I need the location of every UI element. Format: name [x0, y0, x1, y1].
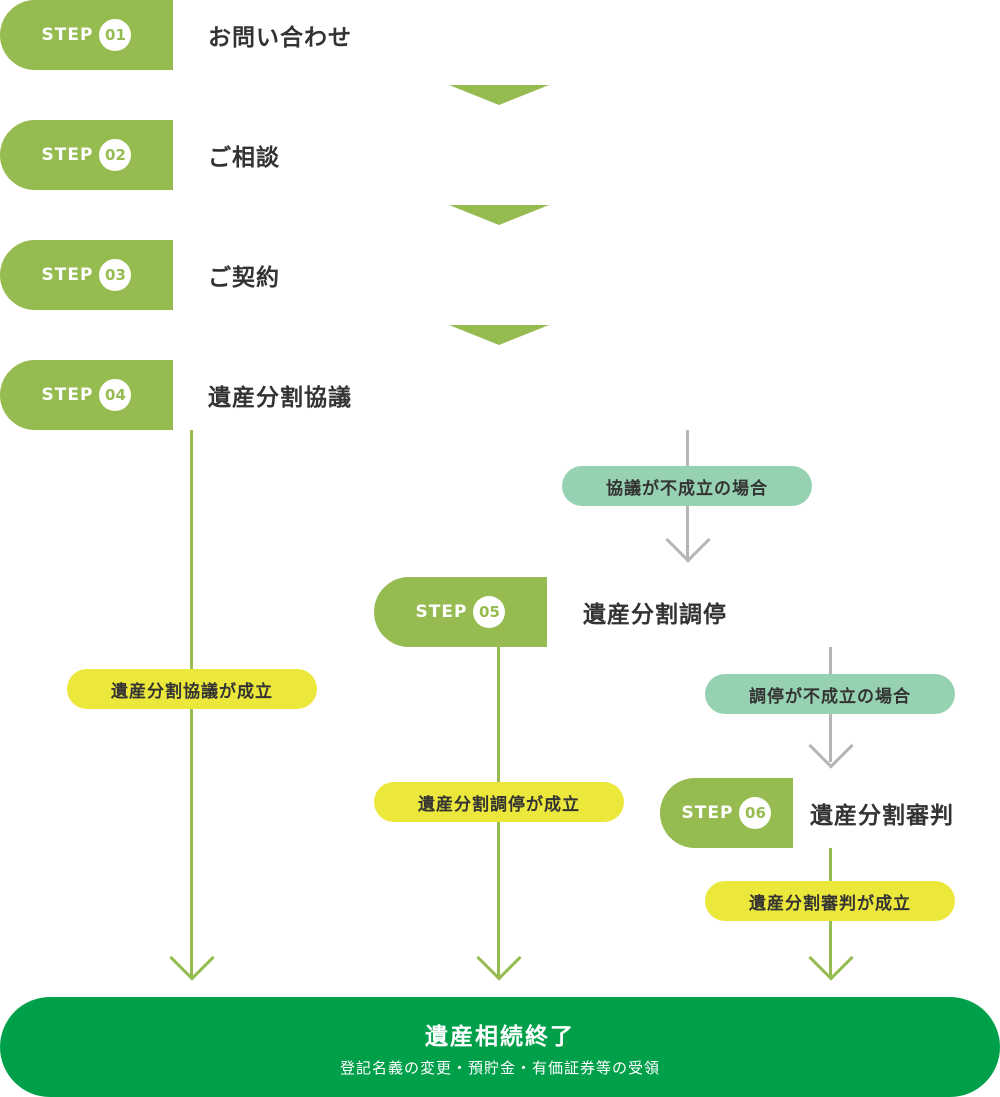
step-label: STEP: [41, 265, 94, 285]
arrow-down-icon: [808, 723, 854, 769]
step-label: STEP: [681, 803, 734, 823]
final-completion-banner: 遺産相続終了 登記名義の変更・預貯金・有価証券等の受領: [0, 997, 1000, 1097]
success-badge-06: 遺産分割審判が成立: [705, 881, 955, 921]
step-number-badge: 02: [99, 139, 132, 171]
down-triangle-icon: [449, 85, 549, 105]
final-subtitle: 登記名義の変更・預貯金・有価証券等の受領: [339, 1058, 660, 1077]
step-label: STEP: [41, 385, 94, 405]
step-label: STEP: [415, 602, 468, 622]
final-title: 遺産相続終了: [425, 1023, 575, 1050]
fail-badge-04: 協議が不成立の場合: [562, 466, 812, 506]
step-number-badge: 06: [739, 797, 772, 829]
arrow-down-icon: [808, 935, 854, 981]
step-number-badge: 01: [99, 19, 132, 51]
fail-badge-05: 調停が不成立の場合: [705, 674, 955, 714]
step-04-pill: STEP 04: [0, 360, 173, 430]
step-05-title: 遺産分割調停: [583, 602, 727, 628]
step-03-title: ご契約: [208, 265, 280, 291]
arrow-down-icon: [665, 517, 711, 563]
step-number-badge: 05: [473, 596, 506, 628]
step-03-pill: STEP 03: [0, 240, 173, 310]
step-05-pill: STEP 05: [374, 577, 547, 647]
step-06-title: 遺産分割審判: [810, 803, 954, 829]
step-01-pill: STEP 01: [0, 0, 173, 70]
step-02-pill: STEP 02: [0, 120, 173, 190]
step-04-title: 遺産分割協議: [208, 385, 352, 411]
down-triangle-icon: [449, 205, 549, 225]
step-01-title: お問い合わせ: [208, 25, 352, 51]
step-02-title: ご相談: [208, 145, 280, 171]
success-badge-05: 遺産分割調停が成立: [374, 782, 624, 822]
arrow-down-icon: [169, 935, 215, 981]
step-label: STEP: [41, 25, 94, 45]
arrow-down-icon: [476, 935, 522, 981]
down-triangle-icon: [449, 325, 549, 345]
step-06-pill: STEP 06: [660, 778, 793, 848]
step-number-badge: 03: [99, 259, 132, 291]
step-number-badge: 04: [99, 379, 132, 411]
step-label: STEP: [41, 145, 94, 165]
success-badge-04: 遺産分割協議が成立: [67, 669, 317, 709]
